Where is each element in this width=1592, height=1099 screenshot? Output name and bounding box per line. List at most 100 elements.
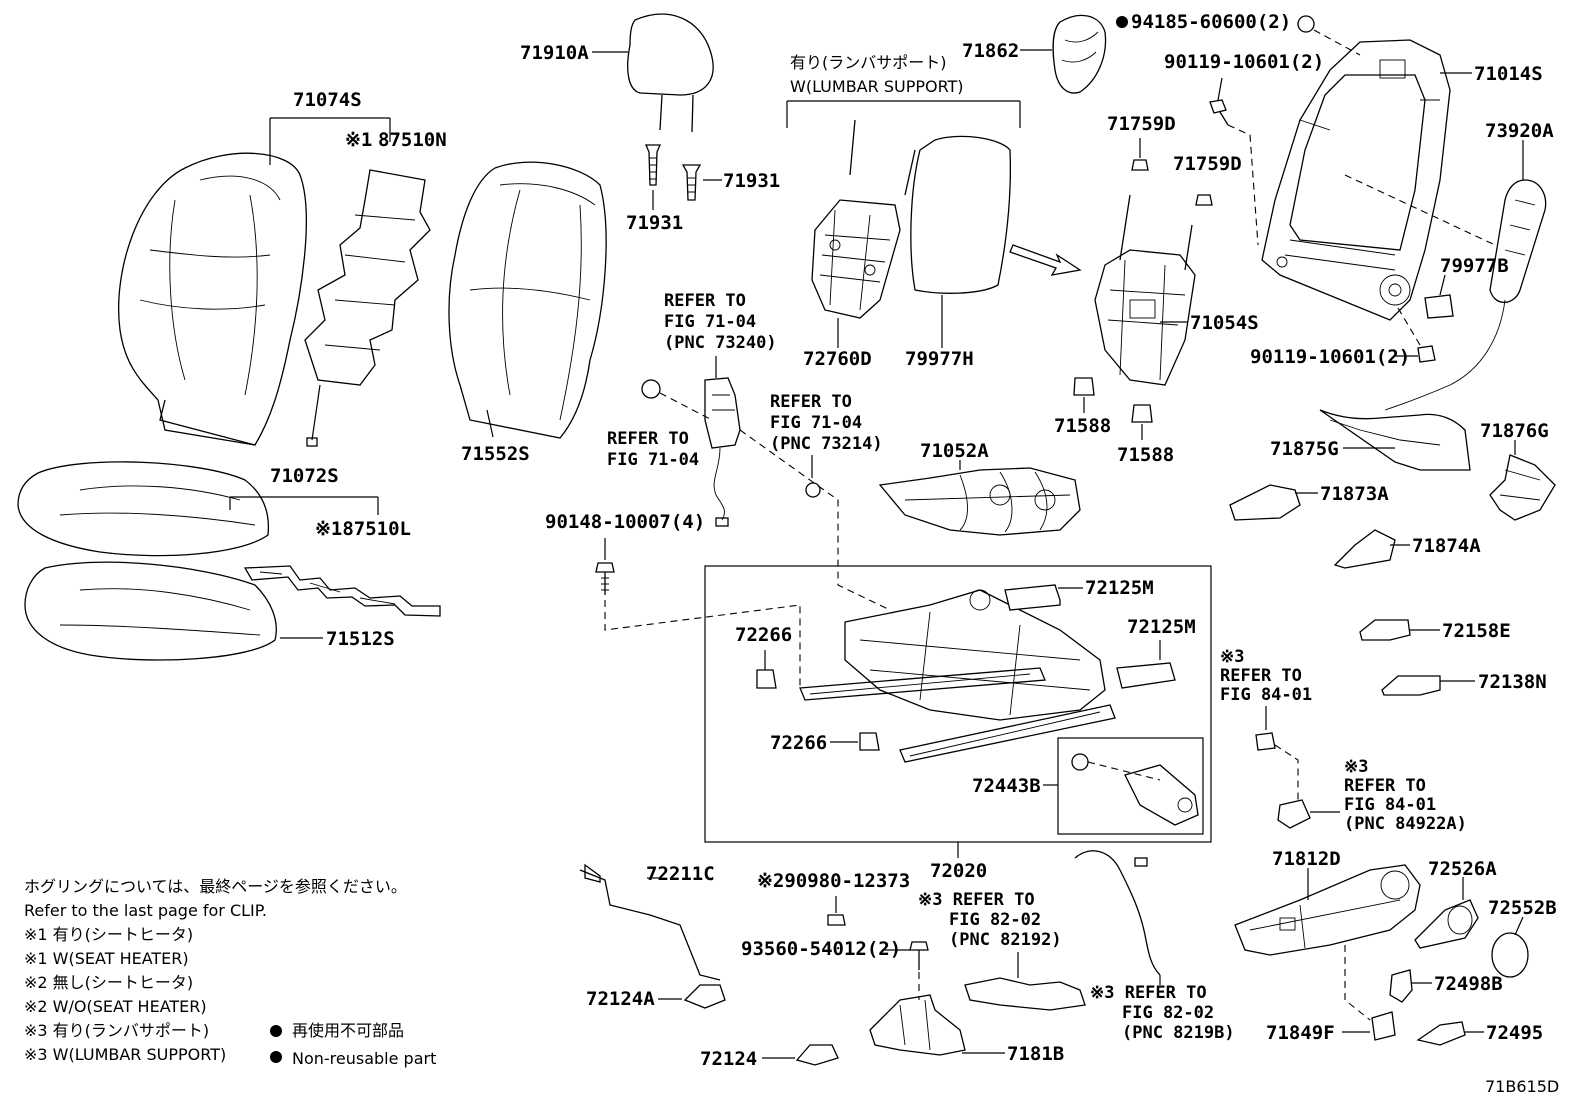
label-79977H: 79977H bbox=[905, 348, 974, 370]
label-71052A: 71052A bbox=[920, 440, 989, 462]
seatback-pad-drawing bbox=[448, 161, 607, 439]
lumbar-frame-drawing bbox=[1094, 194, 1196, 386]
legend-nonreuse-ja: 再使用不可部品 bbox=[292, 1021, 404, 1040]
seat-adjuster-drawing bbox=[799, 589, 1116, 763]
cover-72124A bbox=[683, 984, 726, 1009]
cushion-heater-drawing bbox=[243, 565, 441, 617]
label-94185: 94185-60600(2) bbox=[1131, 11, 1291, 33]
svg-text:(PNC 84922A): (PNC 84922A) bbox=[1344, 814, 1467, 834]
legend-n1-en: ※1 W(SEAT HEATER) bbox=[24, 949, 189, 968]
washer-73214 bbox=[805, 482, 821, 498]
harness-82192-drawing bbox=[964, 977, 1086, 1011]
svg-text:REFER TO: REFER TO bbox=[1220, 666, 1302, 686]
label-71910A: 71910A bbox=[520, 42, 589, 64]
bracket-7181B-drawing bbox=[869, 994, 966, 1056]
svg-text:REFER TO: REFER TO bbox=[770, 392, 852, 412]
cap-73240 bbox=[641, 379, 661, 399]
part-72266-b bbox=[859, 732, 880, 751]
headrest-guide-drawing bbox=[645, 144, 702, 201]
label-72124A: 72124A bbox=[586, 988, 655, 1010]
seatback-cover-drawing bbox=[118, 152, 307, 446]
ref-73240: REFER TO FIG 71-04 (PNC 73240) bbox=[664, 291, 777, 353]
lumbar-assembly-drawing bbox=[811, 119, 916, 319]
part-72125M-b bbox=[1116, 662, 1176, 689]
bolt-90119-b bbox=[1417, 345, 1436, 363]
svg-text:(PNC 73240): (PNC 73240) bbox=[664, 333, 777, 353]
label-71875G: 71875G bbox=[1270, 438, 1339, 460]
svg-text:(PNC 82192): (PNC 82192) bbox=[949, 930, 1062, 950]
label-71873A: 71873A bbox=[1320, 483, 1389, 505]
label-90980: ※290980-12373 bbox=[757, 870, 910, 892]
svg-text:FIG 84-01: FIG 84-01 bbox=[1344, 795, 1436, 815]
label-72498B: 72498B bbox=[1434, 973, 1503, 995]
legend-n2-ja: ※2 無し(シートヒータ) bbox=[24, 973, 193, 992]
label-90119-b: 90119-10601(2) bbox=[1250, 346, 1410, 368]
label-87510N: 87510N bbox=[378, 129, 447, 151]
label-71014S: 71014S bbox=[1474, 63, 1543, 85]
svg-text:REFER TO: REFER TO bbox=[1344, 776, 1426, 796]
label-90148: 90148-10007(4) bbox=[545, 511, 705, 533]
label-79977B: 79977B bbox=[1440, 255, 1509, 277]
clip-71759D-a bbox=[1131, 159, 1149, 171]
svg-text:FIG 71-04: FIG 71-04 bbox=[607, 450, 699, 470]
svg-text:REFER TO: REFER TO bbox=[607, 429, 689, 449]
label-71874A: 71874A bbox=[1412, 535, 1481, 557]
cap-72443B-drawing bbox=[1071, 753, 1199, 826]
label-71849F: 71849F bbox=[1266, 1022, 1335, 1044]
lumbar-group-en: W(LUMBAR SUPPORT) bbox=[790, 77, 964, 96]
ref-73214: REFER TO FIG 71-04 (PNC 73214) bbox=[770, 392, 883, 454]
pad-79977B bbox=[1424, 294, 1454, 319]
nut-94185 bbox=[1297, 15, 1315, 33]
label-72158E: 72158E bbox=[1442, 620, 1511, 642]
label-71759D-a: 71759D bbox=[1107, 113, 1176, 135]
cover-71873A-drawing bbox=[1229, 484, 1301, 521]
legend-dot-ja bbox=[270, 1025, 282, 1037]
label-87510L: ※187510L bbox=[315, 518, 411, 540]
label-71862: 71862 bbox=[962, 40, 1019, 62]
legend-dot-en bbox=[270, 1051, 282, 1063]
knob-72526A-drawing bbox=[1414, 899, 1479, 949]
bolt-8401 bbox=[1255, 732, 1276, 751]
label-71931-b: 71931 bbox=[626, 212, 683, 234]
lumbar-group-ja: 有り(ランバサポート) bbox=[790, 53, 947, 72]
cushion-pad-drawing bbox=[24, 561, 277, 661]
headrest-drawing bbox=[627, 13, 714, 133]
legend-n3-en: ※3 W(LUMBAR SUPPORT) bbox=[24, 1045, 226, 1064]
label-72124: 72124 bbox=[700, 1048, 757, 1070]
svg-text:FIG 71-04: FIG 71-04 bbox=[664, 312, 756, 332]
svg-text:※3: ※3 bbox=[1344, 757, 1368, 777]
bolt-90148 bbox=[595, 562, 615, 595]
harness-8219B-drawing bbox=[1074, 850, 1161, 976]
legend-n3-ja: ※3 有り(ランバサポート) bbox=[24, 1021, 209, 1040]
svg-text:※3 REFER TO: ※3 REFER TO bbox=[1090, 983, 1207, 1003]
ref-84922A: ※3 REFER TO FIG 84-01 (PNC 84922A) bbox=[1344, 757, 1467, 834]
legend-n1-ja: ※1 有り(シートヒータ) bbox=[24, 925, 193, 944]
label-72266-a: 72266 bbox=[735, 624, 792, 646]
non-reusable-dot-94185 bbox=[1116, 16, 1128, 28]
part-84922A bbox=[1277, 799, 1311, 829]
knob-72498B bbox=[1389, 969, 1413, 1003]
label-71054S: 71054S bbox=[1190, 312, 1259, 334]
shield-cover-drawing bbox=[1052, 14, 1107, 94]
direction-arrow bbox=[1009, 244, 1082, 276]
clip-90980 bbox=[827, 914, 846, 926]
label-72760D: 72760D bbox=[803, 348, 872, 370]
legend: ホグリングについては、最終ページを参照ください。 Refer to the la… bbox=[24, 877, 436, 1068]
label-71512S: 71512S bbox=[326, 628, 395, 650]
cover-72124 bbox=[795, 1044, 839, 1066]
ref-8401: ※3 REFER TO FIG 84-01 bbox=[1220, 647, 1312, 705]
label-72526A: 72526A bbox=[1428, 858, 1497, 880]
cap-sub-box bbox=[1057, 737, 1204, 835]
label-71552S: 71552S bbox=[461, 443, 530, 465]
ref-7104: REFER TO FIG 71-04 bbox=[607, 429, 699, 470]
svg-text:※3 REFER TO: ※3 REFER TO bbox=[918, 890, 1035, 910]
cover-71849F bbox=[1371, 1011, 1396, 1041]
label-72138N: 72138N bbox=[1478, 671, 1547, 693]
label-73920A: 73920A bbox=[1485, 120, 1554, 142]
legend-nonreuse-en: Non-reusable part bbox=[292, 1049, 436, 1068]
clip-71588-b bbox=[1131, 404, 1153, 423]
clip-71759D-b bbox=[1195, 194, 1213, 206]
label-90119-a: 90119-10601(2) bbox=[1164, 51, 1324, 73]
seatback-heater-drawing bbox=[304, 169, 431, 447]
legend-clip-ja: ホグリングについては、最終ページを参照ください。 bbox=[24, 877, 407, 896]
